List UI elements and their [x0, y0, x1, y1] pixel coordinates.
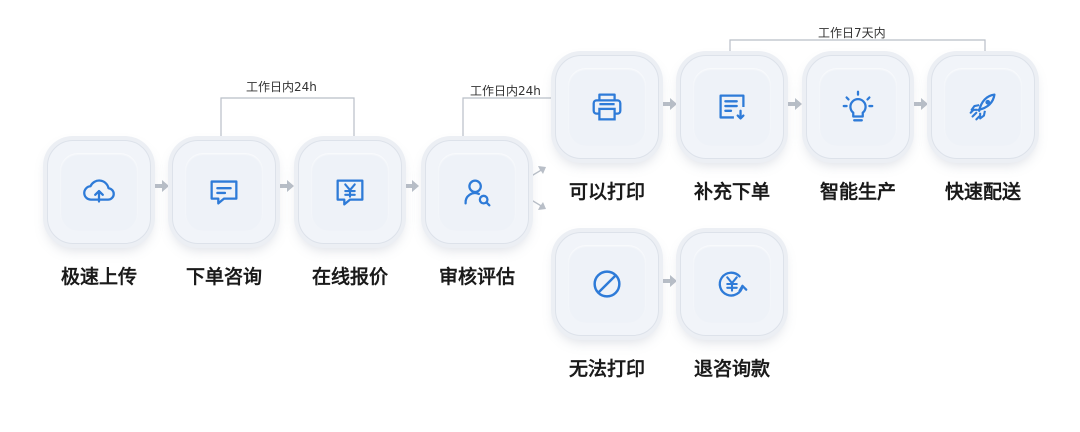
- arrow-quote-review: [402, 180, 419, 192]
- cloud-upload-icon: [83, 179, 115, 203]
- step-review-tile[interactable]: [425, 140, 529, 244]
- time-brackets: [220, 39, 986, 138]
- lightbulb-icon: [842, 90, 874, 122]
- step-printable[interactable]: 可以打印: [555, 55, 659, 203]
- arrow-consult-quote: [277, 180, 294, 192]
- printer-icon: [592, 93, 622, 121]
- yuan-price-icon: [336, 179, 364, 206]
- yuan-refund-icon: [718, 271, 748, 297]
- arrow-review-unprintable: [530, 199, 546, 210]
- arrow-review-printable: [530, 166, 546, 177]
- step-supplement-tile[interactable]: [680, 55, 784, 159]
- step-refund-tile[interactable]: [680, 232, 784, 336]
- step-produce[interactable]: 智能生产: [806, 55, 910, 203]
- prohibited-icon: [593, 270, 621, 298]
- step-quote[interactable]: 在线报价: [298, 140, 402, 288]
- step-supplement-label: 补充下单: [693, 181, 770, 203]
- arrow-printable-supplement: [660, 98, 677, 110]
- step-quote-label: 在线报价: [311, 266, 388, 288]
- step-supplement[interactable]: 补充下单: [680, 55, 784, 203]
- document-download-icon: [719, 94, 745, 120]
- step-unprintable-tile[interactable]: [555, 232, 659, 336]
- step-deliver[interactable]: 快速配送: [931, 55, 1035, 203]
- bracket-consult-quote: [220, 97, 355, 138]
- step-deliver-tile[interactable]: [931, 55, 1035, 159]
- step-refund[interactable]: 退咨询款: [680, 232, 784, 380]
- bracket-review-print: [462, 97, 553, 138]
- arrow-supplement-produce: [785, 98, 802, 110]
- user-search-icon: [464, 179, 491, 207]
- step-consult-label: 下单咨询: [185, 266, 262, 288]
- step-printable-label: 可以打印: [568, 181, 645, 203]
- rocket-icon: [969, 93, 996, 121]
- step-refund-label: 退咨询款: [693, 358, 770, 380]
- step-upload-tile[interactable]: [47, 140, 151, 244]
- step-review-label: 审核评估: [438, 266, 515, 288]
- connector-arrows: [152, 98, 928, 287]
- bracket-supplement-deliver: [729, 39, 986, 55]
- timeline-label-consult-quote: 工作日内24h: [246, 80, 317, 94]
- step-consult[interactable]: 下单咨询: [172, 140, 276, 288]
- timeline-label-review-print: 工作日内24h: [470, 84, 541, 98]
- timeline-label-supplement-deliver: 工作日7天内: [818, 26, 886, 40]
- arrow-produce-deliver: [911, 98, 928, 110]
- step-consult-tile[interactable]: [172, 140, 276, 244]
- step-upload-label: 极速上传: [60, 266, 137, 288]
- step-quote-tile[interactable]: [298, 140, 402, 244]
- arrow-unprintable-refund: [660, 275, 677, 287]
- step-produce-label: 智能生产: [819, 181, 896, 203]
- step-review[interactable]: 审核评估: [425, 140, 529, 288]
- step-printable-tile[interactable]: [555, 55, 659, 159]
- step-unprintable[interactable]: 无法打印: [555, 232, 659, 380]
- step-produce-tile[interactable]: [806, 55, 910, 159]
- arrow-upload-consult: [152, 180, 169, 192]
- step-upload[interactable]: 极速上传: [47, 140, 151, 288]
- chat-message-icon: [210, 180, 238, 205]
- step-unprintable-label: 无法打印: [568, 358, 645, 380]
- step-deliver-label: 快速配送: [944, 181, 1021, 203]
